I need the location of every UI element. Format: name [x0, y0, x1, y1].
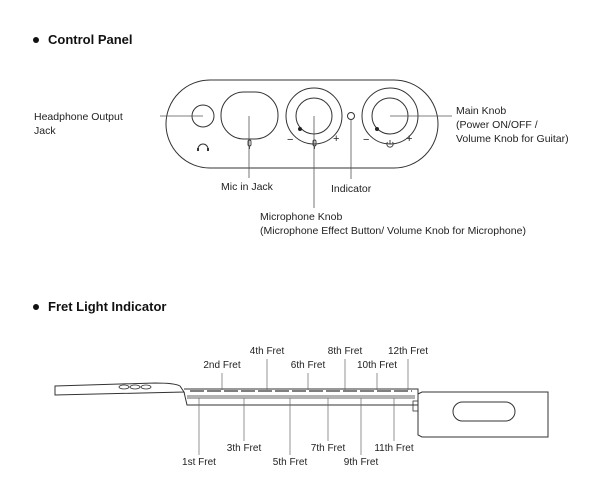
guitar-illustration	[54, 382, 549, 438]
fret-label-9th: 9th Fret	[343, 457, 379, 468]
headphone-output-text: Headphone Output Jack	[34, 111, 123, 137]
fret-indicator-title: Fret Light Indicator	[48, 299, 167, 314]
mic-in-jack-label: Mic in Jack	[221, 181, 273, 193]
bullet-icon	[33, 303, 39, 310]
fret-label-12th: 12th Fret	[387, 346, 429, 357]
fret-indicator-heading: Fret Light Indicator	[33, 299, 166, 314]
main-knob-plus-sign: +	[406, 133, 413, 145]
mic-jack	[220, 91, 279, 140]
bullet-icon	[33, 36, 39, 43]
fret-label-6th: 6th Fret	[290, 360, 326, 371]
main-knob-minus-sign: −	[363, 134, 370, 146]
indicator-label: Indicator	[331, 183, 372, 195]
microphone-knob-dot	[298, 127, 302, 131]
fret-label-7th: 7th Fret	[310, 443, 346, 454]
power-icon	[386, 140, 394, 148]
fret-label-2nd: 2nd Fret	[203, 360, 241, 371]
microphone-knob-mic-icon	[312, 139, 317, 149]
fret-label-4th: 4th Fret	[249, 346, 285, 357]
control-panel-title: Control Panel	[48, 32, 133, 47]
main-knob-dot	[375, 127, 379, 131]
control-panel-body	[165, 79, 439, 169]
headphone-icon	[197, 143, 209, 150]
control-panel-heading: Control Panel	[33, 32, 133, 47]
fret-label-10th: 10th Fret	[356, 360, 398, 371]
mic-knob-plus-sign: +	[333, 133, 340, 145]
fret-label-1st: 1st Fret	[182, 457, 216, 468]
microphone-knob-label: Microphone Knob (Microphone Effect Butto…	[260, 211, 526, 237]
fret-label-3th: 3th Fret	[226, 443, 262, 454]
fret-label-5th: 5th Fret	[272, 457, 308, 468]
main-knob-label: Main Knob (Power ON/OFF / Volume Knob fo…	[456, 105, 569, 145]
headphone-output-label: Headphone Output Jack	[34, 110, 123, 138]
fret-label-11th: 11th Fret	[374, 443, 414, 454]
mic-knob-minus-sign: −	[287, 134, 294, 146]
fret-label-8th: 8th Fret	[327, 346, 363, 357]
microphone-icon	[247, 139, 252, 149]
indicator-led	[347, 112, 355, 120]
